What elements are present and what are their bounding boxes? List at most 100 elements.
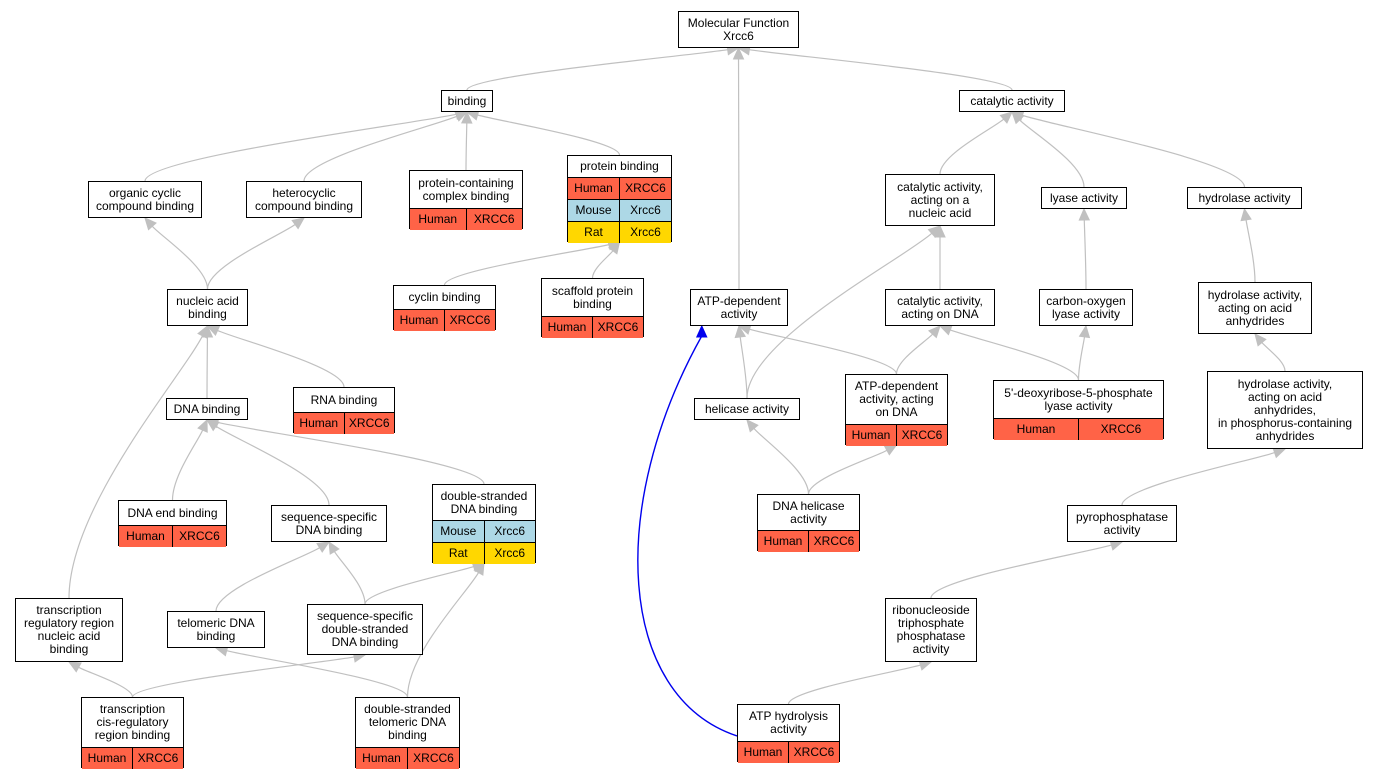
relation-edge bbox=[1022, 114, 1246, 188]
go-term-label: hydrolase activity, acting on acid anhyd… bbox=[1217, 376, 1353, 443]
species-cell: Human bbox=[394, 310, 444, 331]
arrowhead bbox=[999, 111, 1013, 124]
species-cell: Human bbox=[568, 178, 619, 199]
go-term-node-hyd_phos: hydrolase activity, acting on acid anhyd… bbox=[1207, 371, 1363, 449]
relation-edge bbox=[78, 666, 134, 698]
go-term-node-trans_cis: transcription cis-regulatory region bind… bbox=[81, 697, 184, 769]
relation-edge bbox=[749, 328, 898, 375]
relation-edge bbox=[226, 650, 409, 698]
go-term-label: hydrolase activity bbox=[1198, 190, 1291, 205]
arrowhead bbox=[607, 241, 621, 255]
arrowhead bbox=[67, 661, 82, 673]
species-cell: Mouse bbox=[433, 521, 484, 542]
go-term-label: hydrolase activity, acting on acid anhyd… bbox=[1207, 287, 1303, 328]
go-term-node-binding: binding bbox=[441, 90, 493, 112]
go-term-label: pyrophosphatase activity bbox=[1075, 509, 1169, 537]
gene-cell: XRCC6 bbox=[619, 178, 671, 199]
species-cell: Human bbox=[758, 531, 808, 552]
species-cell: Human bbox=[994, 419, 1078, 440]
arrowhead bbox=[473, 561, 485, 576]
species-cell: Human bbox=[410, 209, 466, 230]
arrowhead bbox=[732, 46, 745, 60]
relation-edge bbox=[930, 544, 1112, 599]
go-term-node-telomeric: telomeric DNA binding bbox=[167, 611, 265, 648]
go-term-label: organic cyclic compound binding bbox=[95, 185, 195, 213]
go-term-label: Molecular Function Xrcc6 bbox=[687, 15, 790, 43]
relation-edge bbox=[466, 49, 728, 91]
relation-edge bbox=[1261, 342, 1286, 372]
go-term-label: transcription regulatory region nucleic … bbox=[23, 603, 115, 656]
relation-edge bbox=[364, 566, 474, 605]
species-cell: Human bbox=[356, 748, 407, 769]
go-term-label: transcription cis-regulatory region bind… bbox=[94, 702, 171, 742]
go-term-label: sequence-specific double-stranded DNA bi… bbox=[316, 609, 414, 649]
species-cell: Human bbox=[294, 413, 344, 434]
relation-edge bbox=[807, 449, 888, 495]
species-cell: Rat bbox=[568, 222, 619, 243]
gene-cell: XRCC6 bbox=[343, 413, 394, 434]
species-cell: Human bbox=[738, 742, 788, 763]
species-cell: Mouse bbox=[568, 200, 619, 221]
go-term-label: scaffold protein binding bbox=[551, 283, 634, 311]
gene-cell: XRCC6 bbox=[1078, 419, 1163, 440]
go-term-node-hydrolase: hydrolase activity bbox=[1187, 187, 1302, 209]
go-term-label: lyase activity bbox=[1049, 190, 1119, 205]
arrowhead bbox=[1272, 447, 1287, 459]
relation-edge bbox=[171, 429, 204, 501]
gene-cell: XRCC6 bbox=[172, 526, 226, 547]
species-cell: Human bbox=[119, 526, 172, 547]
go-term-label: ribonucleoside triphosphate phosphatase … bbox=[892, 603, 970, 656]
relation-edge bbox=[477, 114, 621, 156]
relation-edge bbox=[787, 664, 921, 705]
arrowhead bbox=[1078, 207, 1091, 221]
go-term-label: helicase activity bbox=[704, 401, 790, 416]
gene-cell: XRCC6 bbox=[407, 748, 459, 769]
go-term-node-deoxy: 5'-deoxyribose-5-phosphate lyase activit… bbox=[993, 380, 1164, 440]
go-term-label: ATP hydrolysis activity bbox=[749, 709, 828, 736]
arrowhead bbox=[461, 110, 473, 124]
relation-edge bbox=[749, 49, 1013, 91]
arrowhead bbox=[1240, 207, 1252, 222]
relation-edge bbox=[443, 244, 609, 286]
go-term-node-cat_nucleic: catalytic activity, acting on a nucleic … bbox=[885, 174, 995, 226]
go-term-label: DNA helicase activity bbox=[772, 498, 845, 526]
gene-cell: XRCC6 bbox=[788, 742, 839, 763]
go-term-label: nucleic acid binding bbox=[176, 293, 239, 321]
relation-edge bbox=[1121, 452, 1275, 506]
arrowhead bbox=[197, 418, 208, 433]
go-term-node-seqspec: sequence-specific DNA binding bbox=[271, 505, 387, 542]
go-term-node-pyro: pyrophosphatase activity bbox=[1067, 505, 1177, 542]
arrowhead bbox=[746, 419, 759, 433]
arrowhead bbox=[734, 324, 747, 339]
go-term-label: RNA binding bbox=[310, 392, 378, 407]
go-term-label: 5'-deoxyribose-5-phosphate lyase activit… bbox=[1004, 385, 1153, 413]
relation-edge bbox=[151, 225, 209, 290]
arrowhead bbox=[197, 324, 209, 339]
go-term-node-helicase: helicase activity bbox=[694, 398, 800, 420]
relation-edge bbox=[406, 572, 480, 698]
go-term-label: DNA binding bbox=[173, 401, 241, 416]
go-term-label: heterocyclic compound binding bbox=[254, 185, 354, 213]
go-term-label: telomeric DNA binding bbox=[177, 615, 255, 643]
go-term-node-mf: Molecular Function Xrcc6 bbox=[678, 11, 799, 48]
gene-cell: XRCC6 bbox=[592, 317, 643, 338]
